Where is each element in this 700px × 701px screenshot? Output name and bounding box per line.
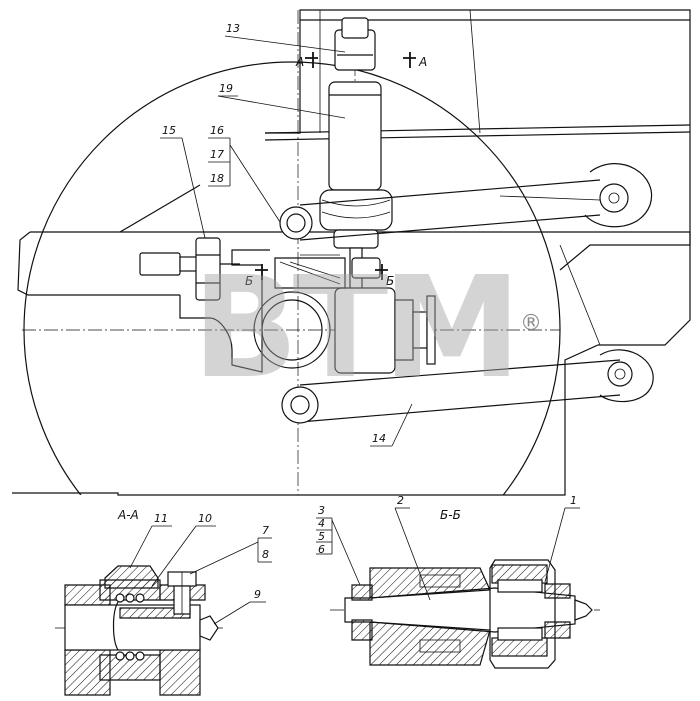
section-title-aa: А-А (117, 508, 139, 522)
callout-19: 19 (219, 82, 233, 95)
callout-15: 15 (162, 124, 176, 137)
section-mark-a: А А (295, 52, 427, 69)
callout-7: 7 (262, 524, 269, 537)
upper-arm (279, 163, 653, 241)
lower-arm (281, 349, 654, 424)
section-letter: А (418, 55, 427, 69)
callout-1: 1 (570, 494, 577, 507)
callout-5: 5 (318, 530, 325, 543)
registered-mark: ® (520, 311, 542, 336)
bearing-balls (115, 593, 145, 661)
callout-17: 17 (210, 148, 224, 161)
roller-bearing (489, 559, 571, 669)
main-view: А А Б Б 13 19 15 16 17 (12, 9, 691, 496)
section-letter: Б (386, 274, 394, 288)
section-letter: Б (245, 274, 253, 288)
knuckle-assembly (179, 249, 436, 374)
callout-16: 16 (210, 124, 224, 137)
callout-9: 9 (254, 588, 261, 601)
section-aa: А-А 11 10 (55, 508, 272, 696)
callout-11: 11 (154, 512, 168, 525)
section-bb: Б-Б 3 4 5 6 (316, 494, 600, 669)
callouts-main: 13 19 15 16 17 18 14 (160, 22, 413, 447)
callout-8: 8 (262, 548, 269, 561)
body-outline (12, 9, 691, 496)
section-letter: А (295, 55, 304, 69)
callout-10: 10 (198, 512, 212, 525)
section-mark-b: Б Б (245, 264, 394, 288)
section-title-bb: Б-Б (440, 508, 461, 522)
callout-3: 3 (318, 504, 325, 517)
callout-4: 4 (318, 517, 325, 530)
frame-member (17, 231, 691, 296)
shock-absorber (319, 17, 393, 291)
callout-14: 14 (372, 432, 386, 445)
callout-2: 2 (397, 494, 404, 507)
callout-18: 18 (210, 172, 224, 185)
callout-6: 6 (318, 543, 325, 556)
watermark-logo: ВТМ ® (192, 247, 542, 410)
watermark-text: ВТМ (192, 247, 516, 410)
callout-13: 13 (226, 22, 240, 35)
bolt-assembly (139, 237, 240, 301)
